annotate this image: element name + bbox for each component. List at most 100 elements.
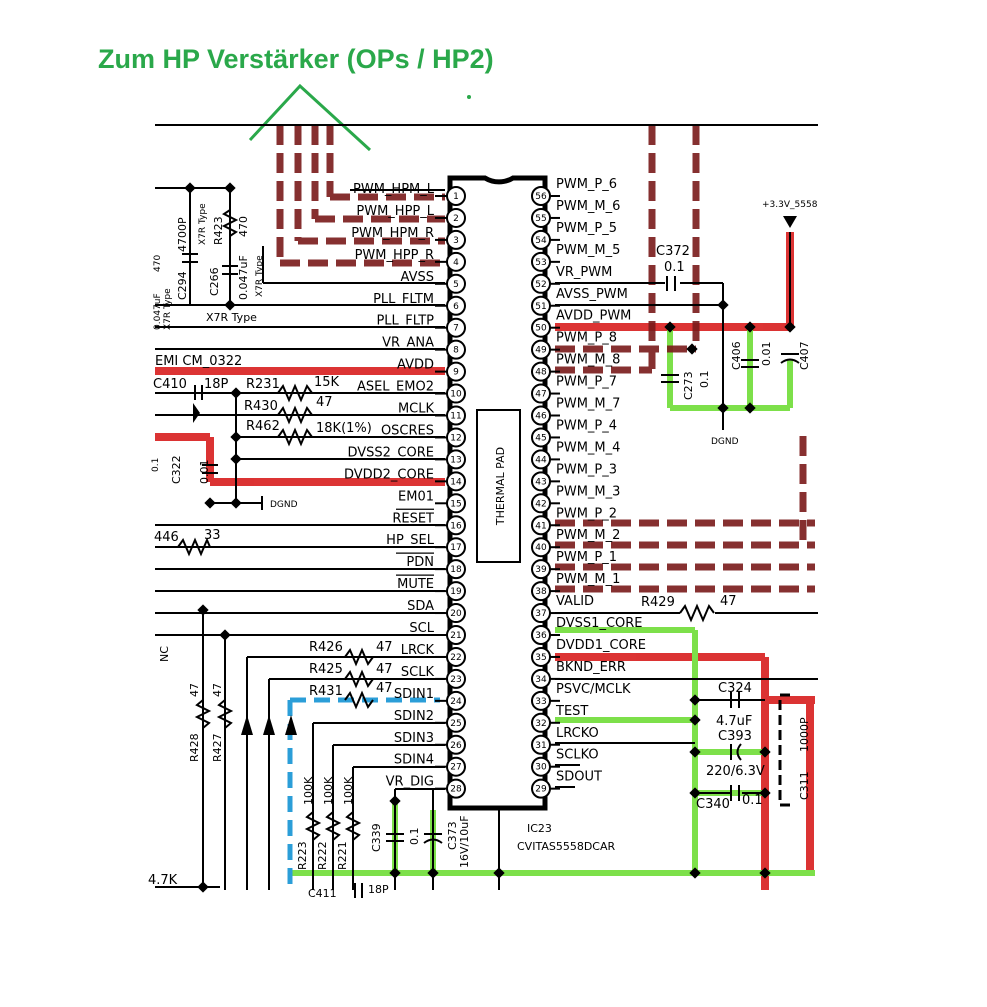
pwm-net-highlights bbox=[276, 125, 815, 593]
ic-part: CVITAS5558DCAR bbox=[517, 840, 615, 853]
pin-number: 14 bbox=[450, 477, 462, 487]
component-symbols bbox=[177, 209, 800, 898]
pin-circle bbox=[446, 207, 466, 228]
pin-number: 30 bbox=[535, 763, 547, 773]
pin-name-right: LRCKO bbox=[556, 726, 599, 741]
pin-circle bbox=[531, 339, 551, 360]
r231-value: 15K bbox=[314, 375, 340, 390]
pin-number: 54 bbox=[535, 236, 547, 246]
pin-name-right: PWM_P_4 bbox=[556, 418, 617, 433]
r462-label: R462 bbox=[246, 419, 280, 434]
c372-label: C372 bbox=[656, 244, 690, 259]
r430-value: 47 bbox=[316, 395, 333, 410]
r446-value: 33 bbox=[204, 528, 221, 543]
pin-circle bbox=[446, 559, 466, 580]
pin-circle bbox=[446, 339, 466, 360]
pin-number: 5 bbox=[453, 280, 459, 290]
pin-name-left: AVDD bbox=[397, 358, 434, 373]
r427-label: R427 bbox=[211, 733, 224, 762]
r221-label: R221 bbox=[336, 841, 349, 870]
pin-number: 27 bbox=[450, 763, 461, 773]
pin-number: 16 bbox=[450, 521, 462, 531]
left-edge-value-3: X7R Type bbox=[163, 288, 173, 330]
c294-label: C294 bbox=[176, 271, 189, 300]
c406-label: C406 bbox=[730, 341, 743, 370]
pin-number: 40 bbox=[535, 543, 547, 553]
pin-number: 20 bbox=[450, 609, 462, 619]
mclk-arrow-icon bbox=[193, 403, 200, 423]
pin-name-right: AVSS_PWM bbox=[556, 287, 628, 302]
pin-circle bbox=[531, 646, 551, 667]
x7r-bottom-label: X7R Type bbox=[206, 311, 257, 324]
pin-circle bbox=[531, 756, 551, 777]
pin-number: 23 bbox=[450, 675, 461, 685]
c411-value: 18P bbox=[368, 883, 389, 896]
pin-circle bbox=[446, 690, 466, 711]
ic-body: THERMAL PAD bbox=[447, 175, 548, 811]
pin-circle bbox=[446, 471, 466, 492]
pin-name-left: SCL bbox=[409, 621, 434, 636]
pin-circle bbox=[531, 449, 551, 470]
pin-name-right: BKND_ERR bbox=[556, 660, 626, 675]
pin-circle bbox=[531, 668, 551, 689]
pin-number: 31 bbox=[535, 741, 546, 751]
pin-number: 21 bbox=[450, 631, 461, 641]
junction-dots bbox=[184, 182, 796, 893]
r425-label: R425 bbox=[309, 662, 343, 677]
c324-label: C324 bbox=[718, 681, 752, 696]
pin-name-left: SDIN3 bbox=[394, 731, 434, 746]
pin-number: 37 bbox=[535, 609, 546, 619]
right-pin-group: 56PWM_P_655PWM_M_654PWM_P_553PWM_M_552VR… bbox=[531, 177, 646, 799]
pin-name-right: PSVC/MCLK bbox=[556, 682, 631, 697]
component-labels: C294 4700P X7R Type R423 470 C266 0.047u… bbox=[148, 200, 818, 900]
pin-number: 10 bbox=[450, 390, 462, 400]
pin-name-right: PWM_M_1 bbox=[556, 572, 620, 587]
pin-circle bbox=[531, 493, 551, 514]
pin-circle bbox=[446, 493, 466, 514]
left-edge-value-2: 0.047uF bbox=[153, 293, 163, 330]
pin-name-left: PDN bbox=[406, 555, 434, 570]
pin-number: 18 bbox=[450, 565, 462, 575]
pin-circle bbox=[446, 427, 466, 448]
pin-name-right: PWM_P_3 bbox=[556, 462, 617, 477]
pin-circle bbox=[446, 756, 466, 777]
header-title: Zum HP Verstärker (OPs / HP2) bbox=[98, 44, 494, 74]
pin-number: 51 bbox=[535, 302, 546, 312]
r446-label: 446 bbox=[154, 530, 179, 545]
r222-label: R222 bbox=[316, 841, 329, 870]
r429-label: R429 bbox=[641, 595, 675, 610]
r430-label: R430 bbox=[244, 399, 278, 414]
pin-circle bbox=[531, 361, 551, 382]
pin-number: 55 bbox=[535, 214, 546, 224]
pin-number: 7 bbox=[453, 324, 459, 334]
pin-name-left: PWM_HPP_R bbox=[355, 248, 434, 263]
pin-name-right: AVDD_PWM bbox=[556, 309, 631, 324]
pin-circle bbox=[446, 581, 466, 602]
pin-circle bbox=[531, 581, 551, 602]
c373-value: 16V/10uF bbox=[458, 815, 471, 868]
pin-name-left: MUTE bbox=[397, 577, 434, 592]
c373-label: C373 bbox=[446, 821, 459, 850]
pin-name-right: PWM_P_1 bbox=[556, 550, 617, 565]
pin-number: 3 bbox=[453, 236, 459, 246]
pin-number: 53 bbox=[535, 258, 546, 268]
nc-label: NC bbox=[158, 646, 171, 662]
pin-name-left: PWM_HPP_L bbox=[356, 204, 434, 219]
pin-number: 32 bbox=[535, 719, 546, 729]
r231-label: R231 bbox=[246, 377, 280, 392]
c372-value: 0.1 bbox=[664, 260, 685, 275]
r431-label: R431 bbox=[309, 684, 343, 699]
pin-circle bbox=[446, 625, 466, 645]
pin-name-right: PWM_P_5 bbox=[556, 221, 617, 236]
pin-name-left: PWM_HPM_R bbox=[351, 226, 434, 241]
pin-circle bbox=[531, 207, 551, 228]
pin-name-left: PWM_HPM_L bbox=[353, 182, 435, 197]
pin-number: 56 bbox=[535, 192, 547, 202]
pin-name-left: VR_DIG bbox=[386, 775, 434, 790]
pin-circle bbox=[446, 515, 466, 536]
pin-number: 39 bbox=[535, 565, 547, 575]
pin-circle bbox=[531, 251, 551, 272]
supply-arrow-icon bbox=[783, 216, 797, 228]
pin-name-left: SCLK bbox=[401, 665, 435, 680]
c339-value: 0.1 bbox=[408, 828, 421, 846]
